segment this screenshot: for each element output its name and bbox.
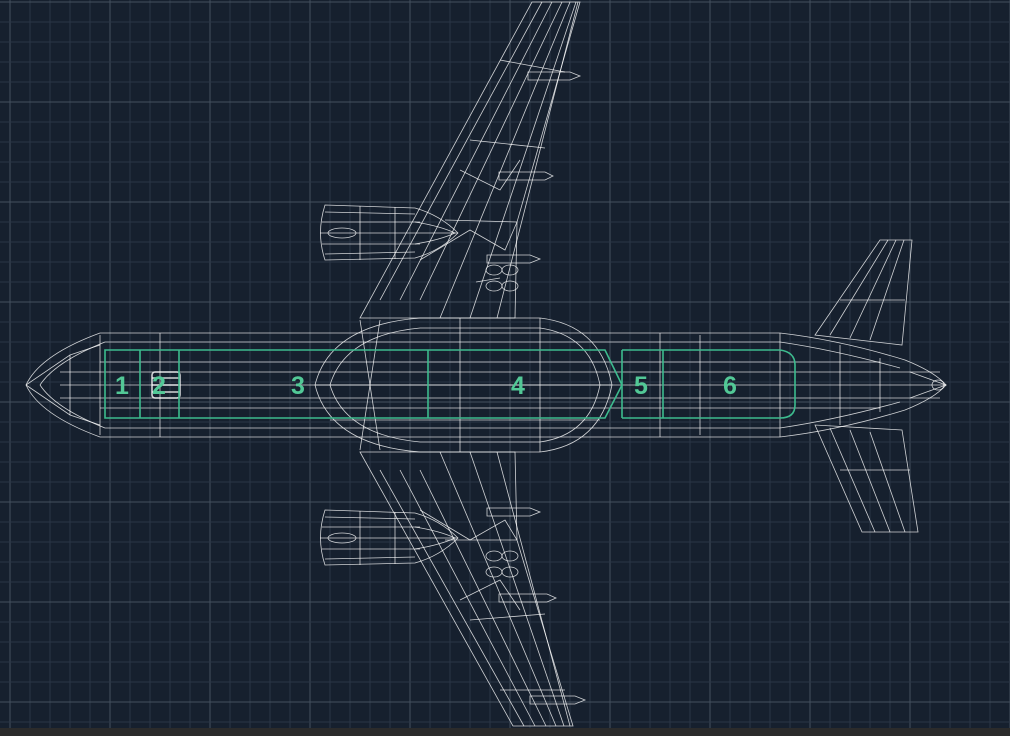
flap-fairings-upper bbox=[486, 71, 582, 264]
zone-label-3: 3 bbox=[291, 372, 305, 400]
upper-wing bbox=[359, 1, 581, 319]
zone-label-4: 4 bbox=[511, 372, 525, 400]
zone-label-1: 1 bbox=[115, 372, 129, 400]
main-gear-lower bbox=[485, 550, 519, 578]
nose-gear bbox=[151, 371, 181, 399]
stabilizer-upper bbox=[814, 239, 913, 346]
main-gear-upper bbox=[475, 264, 519, 292]
fuselage bbox=[25, 332, 948, 438]
flap-fairings-lower bbox=[486, 507, 587, 705]
status-strip bbox=[0, 728, 1010, 736]
aircraft-wireframe bbox=[25, 1, 948, 727]
engine-lower bbox=[320, 509, 459, 566]
zone-partitions bbox=[104, 349, 796, 419]
zone-outline-aft bbox=[622, 349, 796, 419]
zone-label-2: 2 bbox=[152, 372, 166, 400]
zone-labels: 1 2 3 4 5 6 bbox=[115, 372, 737, 400]
zone-label-5: 5 bbox=[634, 372, 648, 400]
zone-outline bbox=[104, 349, 623, 419]
engine-upper bbox=[320, 204, 459, 261]
stabilizer-lower bbox=[814, 424, 919, 533]
zone-label-6: 6 bbox=[723, 372, 737, 400]
